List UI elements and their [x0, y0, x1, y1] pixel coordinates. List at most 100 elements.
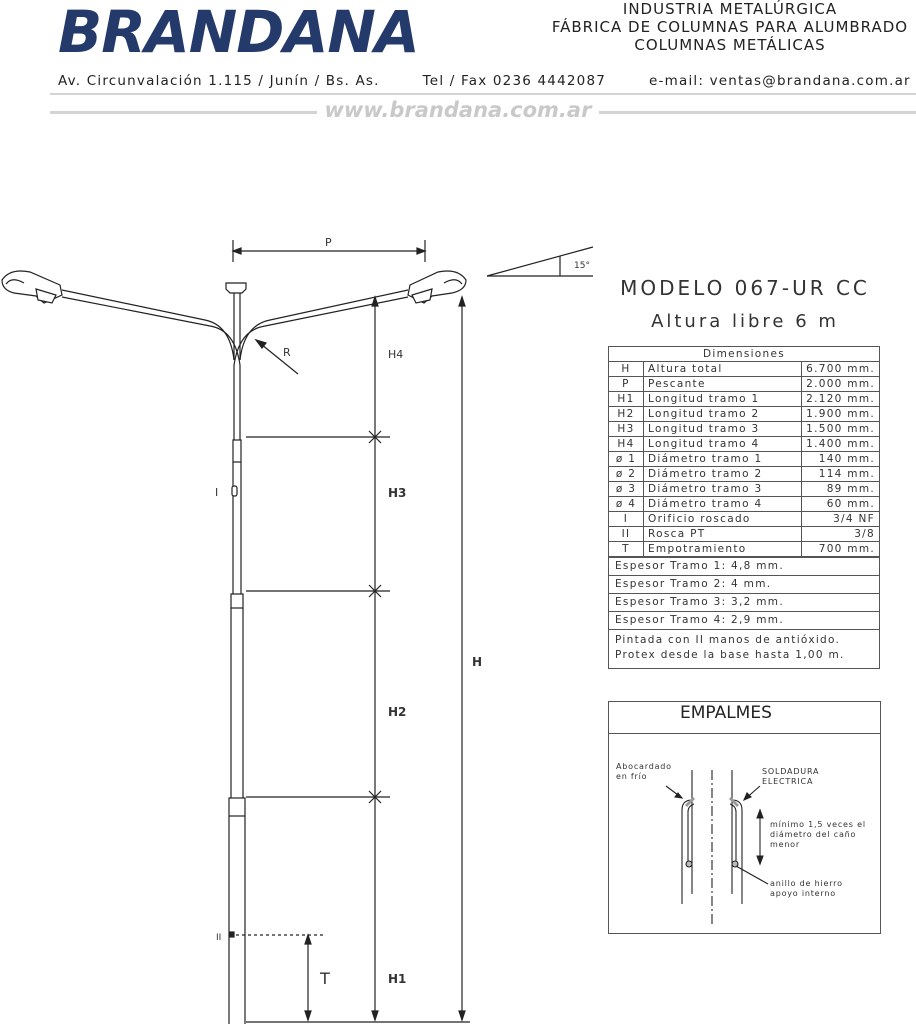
- label-h4: H4: [388, 348, 403, 361]
- dimension-value: 1.900 mm.: [801, 406, 880, 422]
- tick-h4: [368, 430, 382, 444]
- joint-2-1: [228, 797, 246, 817]
- label-t: T: [319, 969, 330, 988]
- dimension-value: 1.400 mm.: [801, 436, 880, 452]
- dimension-value: 89 mm.: [801, 481, 880, 497]
- label-r: R: [283, 346, 291, 359]
- dimension-value: 2.000 mm.: [801, 376, 880, 392]
- model-title: MODELO 067-UR CC: [620, 276, 870, 300]
- label-h1: H1: [388, 972, 406, 986]
- label-h: H: [472, 655, 482, 669]
- leader-anillo: [735, 865, 769, 885]
- empalmes-title: EMPALMES: [680, 703, 772, 723]
- arm-right-outer: [239, 289, 409, 361]
- dim-minimo-arrows: [756, 808, 764, 866]
- dimension-symbol: H3: [608, 421, 644, 437]
- dimension-label: Empotramiento: [642, 541, 803, 557]
- dimension-label: Diámetro tramo 4: [642, 496, 803, 512]
- dimension-label: Diámetro tramo 3: [642, 481, 803, 497]
- label-h2: H2: [388, 705, 406, 719]
- weld-left: [684, 796, 696, 808]
- note-paint-line: Protex desde la base hasta 1,00 m.: [615, 649, 845, 661]
- label-p: P: [325, 236, 332, 249]
- flare-right: [729, 803, 737, 862]
- empalmes-drawing: [665, 770, 769, 924]
- note-espesor-4: Espesor Tramo 4: 2,9 mm.: [609, 611, 879, 629]
- notes-block: Espesor Tramo 1: 4,8 mm. Espesor Tramo 2…: [608, 557, 880, 669]
- dimension-label: Longitud tramo 3: [642, 421, 803, 437]
- dimension-symbol: ø 1: [608, 451, 644, 467]
- dimension-value: 700 mm.: [801, 541, 880, 557]
- right-luminaire-detail: [443, 279, 463, 285]
- orificio-roscado: [231, 485, 238, 497]
- h4-top-arrow: [371, 295, 379, 307]
- phone-text: Tel / Fax 0236 4442087: [422, 73, 607, 89]
- dimension-symbol: ø 2: [608, 466, 644, 482]
- dimension-label: Rosca PT: [642, 526, 803, 542]
- label-soldadura: SOLDADURA ELECTRICA: [762, 767, 820, 786]
- dimension-value: 6.700 mm.: [801, 361, 880, 377]
- dimension-label: Diámetro tramo 2: [642, 466, 803, 482]
- label-minimo: mínimo 1,5 veces el diámetro del caño me…: [770, 820, 866, 849]
- dimension-value: 60 mm.: [801, 496, 880, 512]
- h1-bottom-arrow: [371, 1010, 379, 1022]
- website-row: www.brandana.com.ar: [0, 98, 916, 122]
- dimension-symbol: ø 4: [608, 496, 644, 512]
- label-anillo: anillo de hierro apoyo interno: [770, 879, 843, 898]
- weld-right: [728, 796, 740, 808]
- dimensions-title: Dimensiones: [608, 346, 880, 362]
- dimension-symbol: H: [608, 361, 644, 377]
- empalmes-box: [608, 701, 881, 934]
- empalmes-divider: [608, 733, 880, 734]
- dimension-symbol: H1: [608, 391, 644, 407]
- label-angle: 15°: [574, 261, 590, 271]
- r-dim-arrow: [254, 338, 268, 349]
- website-text: www.brandana.com.ar: [316, 98, 600, 122]
- dimension-symbol: P: [608, 376, 644, 392]
- dimension-label: Orificio roscado: [642, 511, 803, 527]
- address-text: Av. Circunvalación 1.115 / Junín / Bs. A…: [58, 73, 380, 89]
- dimension-label: Altura total: [642, 361, 803, 377]
- dimension-symbol: ø 3: [608, 481, 644, 497]
- p-dim-arrows: [231, 247, 427, 255]
- angle-incline-line: [486, 246, 594, 277]
- dimension-value: 3/8: [801, 526, 880, 542]
- company-line: INDUSTRIA METALÚRGICA: [622, 0, 838, 18]
- company-line: COLUMNAS METÁLICAS: [634, 36, 826, 54]
- ring-right: [731, 860, 739, 868]
- note-espesor-3: Espesor Tramo 3: 3,2 mm.: [609, 593, 879, 611]
- label-ii: II: [216, 933, 221, 943]
- arm-left-outer: [61, 289, 235, 361]
- note-espesor-2: Espesor Tramo 2: 4 mm.: [609, 575, 879, 593]
- dimension-value: 1.500 mm.: [801, 421, 880, 437]
- flare-left: [687, 803, 695, 862]
- dimension-label: Pescante: [642, 376, 803, 392]
- email-text: e-mail: ventas@brandana.com.ar: [649, 73, 911, 89]
- arm-right-inner: [233, 296, 409, 366]
- note-espesor-1: Espesor Tramo 1: 4,8 mm.: [609, 557, 879, 575]
- dimension-label: Longitud tramo 1: [642, 391, 803, 407]
- dimension-value: 2.120 mm.: [801, 391, 880, 407]
- dimension-value: 140 mm.: [801, 451, 880, 467]
- dimension-label: Longitud tramo 4: [642, 436, 803, 452]
- dimension-label: Diámetro tramo 1: [642, 451, 803, 467]
- right-luminaire-lamp: [411, 288, 433, 304]
- dimension-symbol: I: [608, 511, 644, 527]
- joint-3-2: [230, 593, 244, 609]
- model-subtitle: Altura libre 6 m: [651, 311, 839, 332]
- note-paint: Pintada con II manos de antióxido. Prote…: [609, 629, 879, 668]
- arrow-abocardado: [674, 792, 684, 799]
- note-paint-line: Pintada con II manos de antióxido.: [615, 634, 841, 646]
- rosca-marker: [229, 931, 235, 938]
- contact-bar: Av. Circunvalación 1.115 / Junín / Bs. A…: [58, 73, 911, 89]
